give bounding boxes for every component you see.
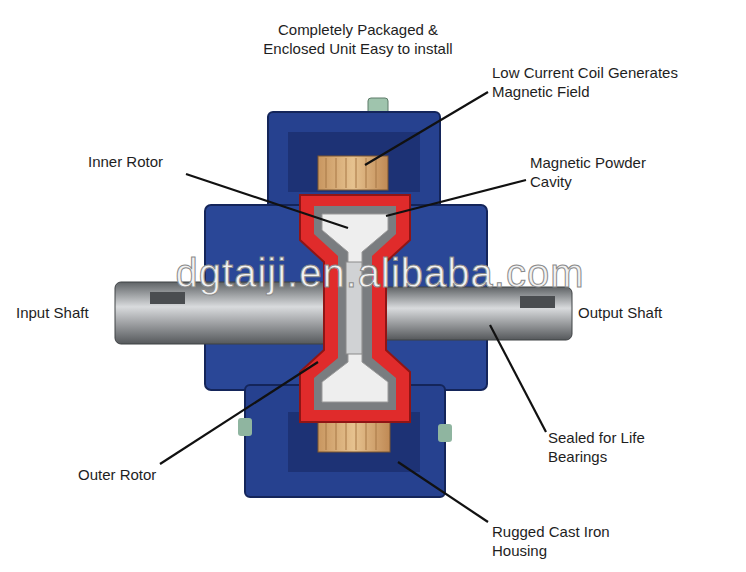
note-text: Completely Packaged & Enclosed Unit Easy… (263, 20, 453, 58)
leader-lines (160, 92, 546, 522)
part-label: Inner Rotor (88, 152, 198, 171)
part-label: Input Shaft (16, 303, 114, 322)
part-label: Rugged Cast Iron Housing (492, 522, 642, 560)
keyway (520, 296, 555, 308)
part-label: Output Shaft (578, 303, 688, 322)
part-label: Magnetic Powder Cavity (530, 153, 680, 191)
part-label: Sealed for Life Bearings (548, 428, 678, 466)
powder-cavity (314, 206, 396, 410)
watermark: dgtaiji.en.alibaba.com (100, 250, 660, 296)
part-label: Outer Rotor (78, 465, 188, 484)
inner-rotor (322, 214, 388, 402)
outer-rotor (300, 195, 410, 422)
part-label: Low Current Coil Generates Magnetic Fiel… (492, 63, 678, 101)
